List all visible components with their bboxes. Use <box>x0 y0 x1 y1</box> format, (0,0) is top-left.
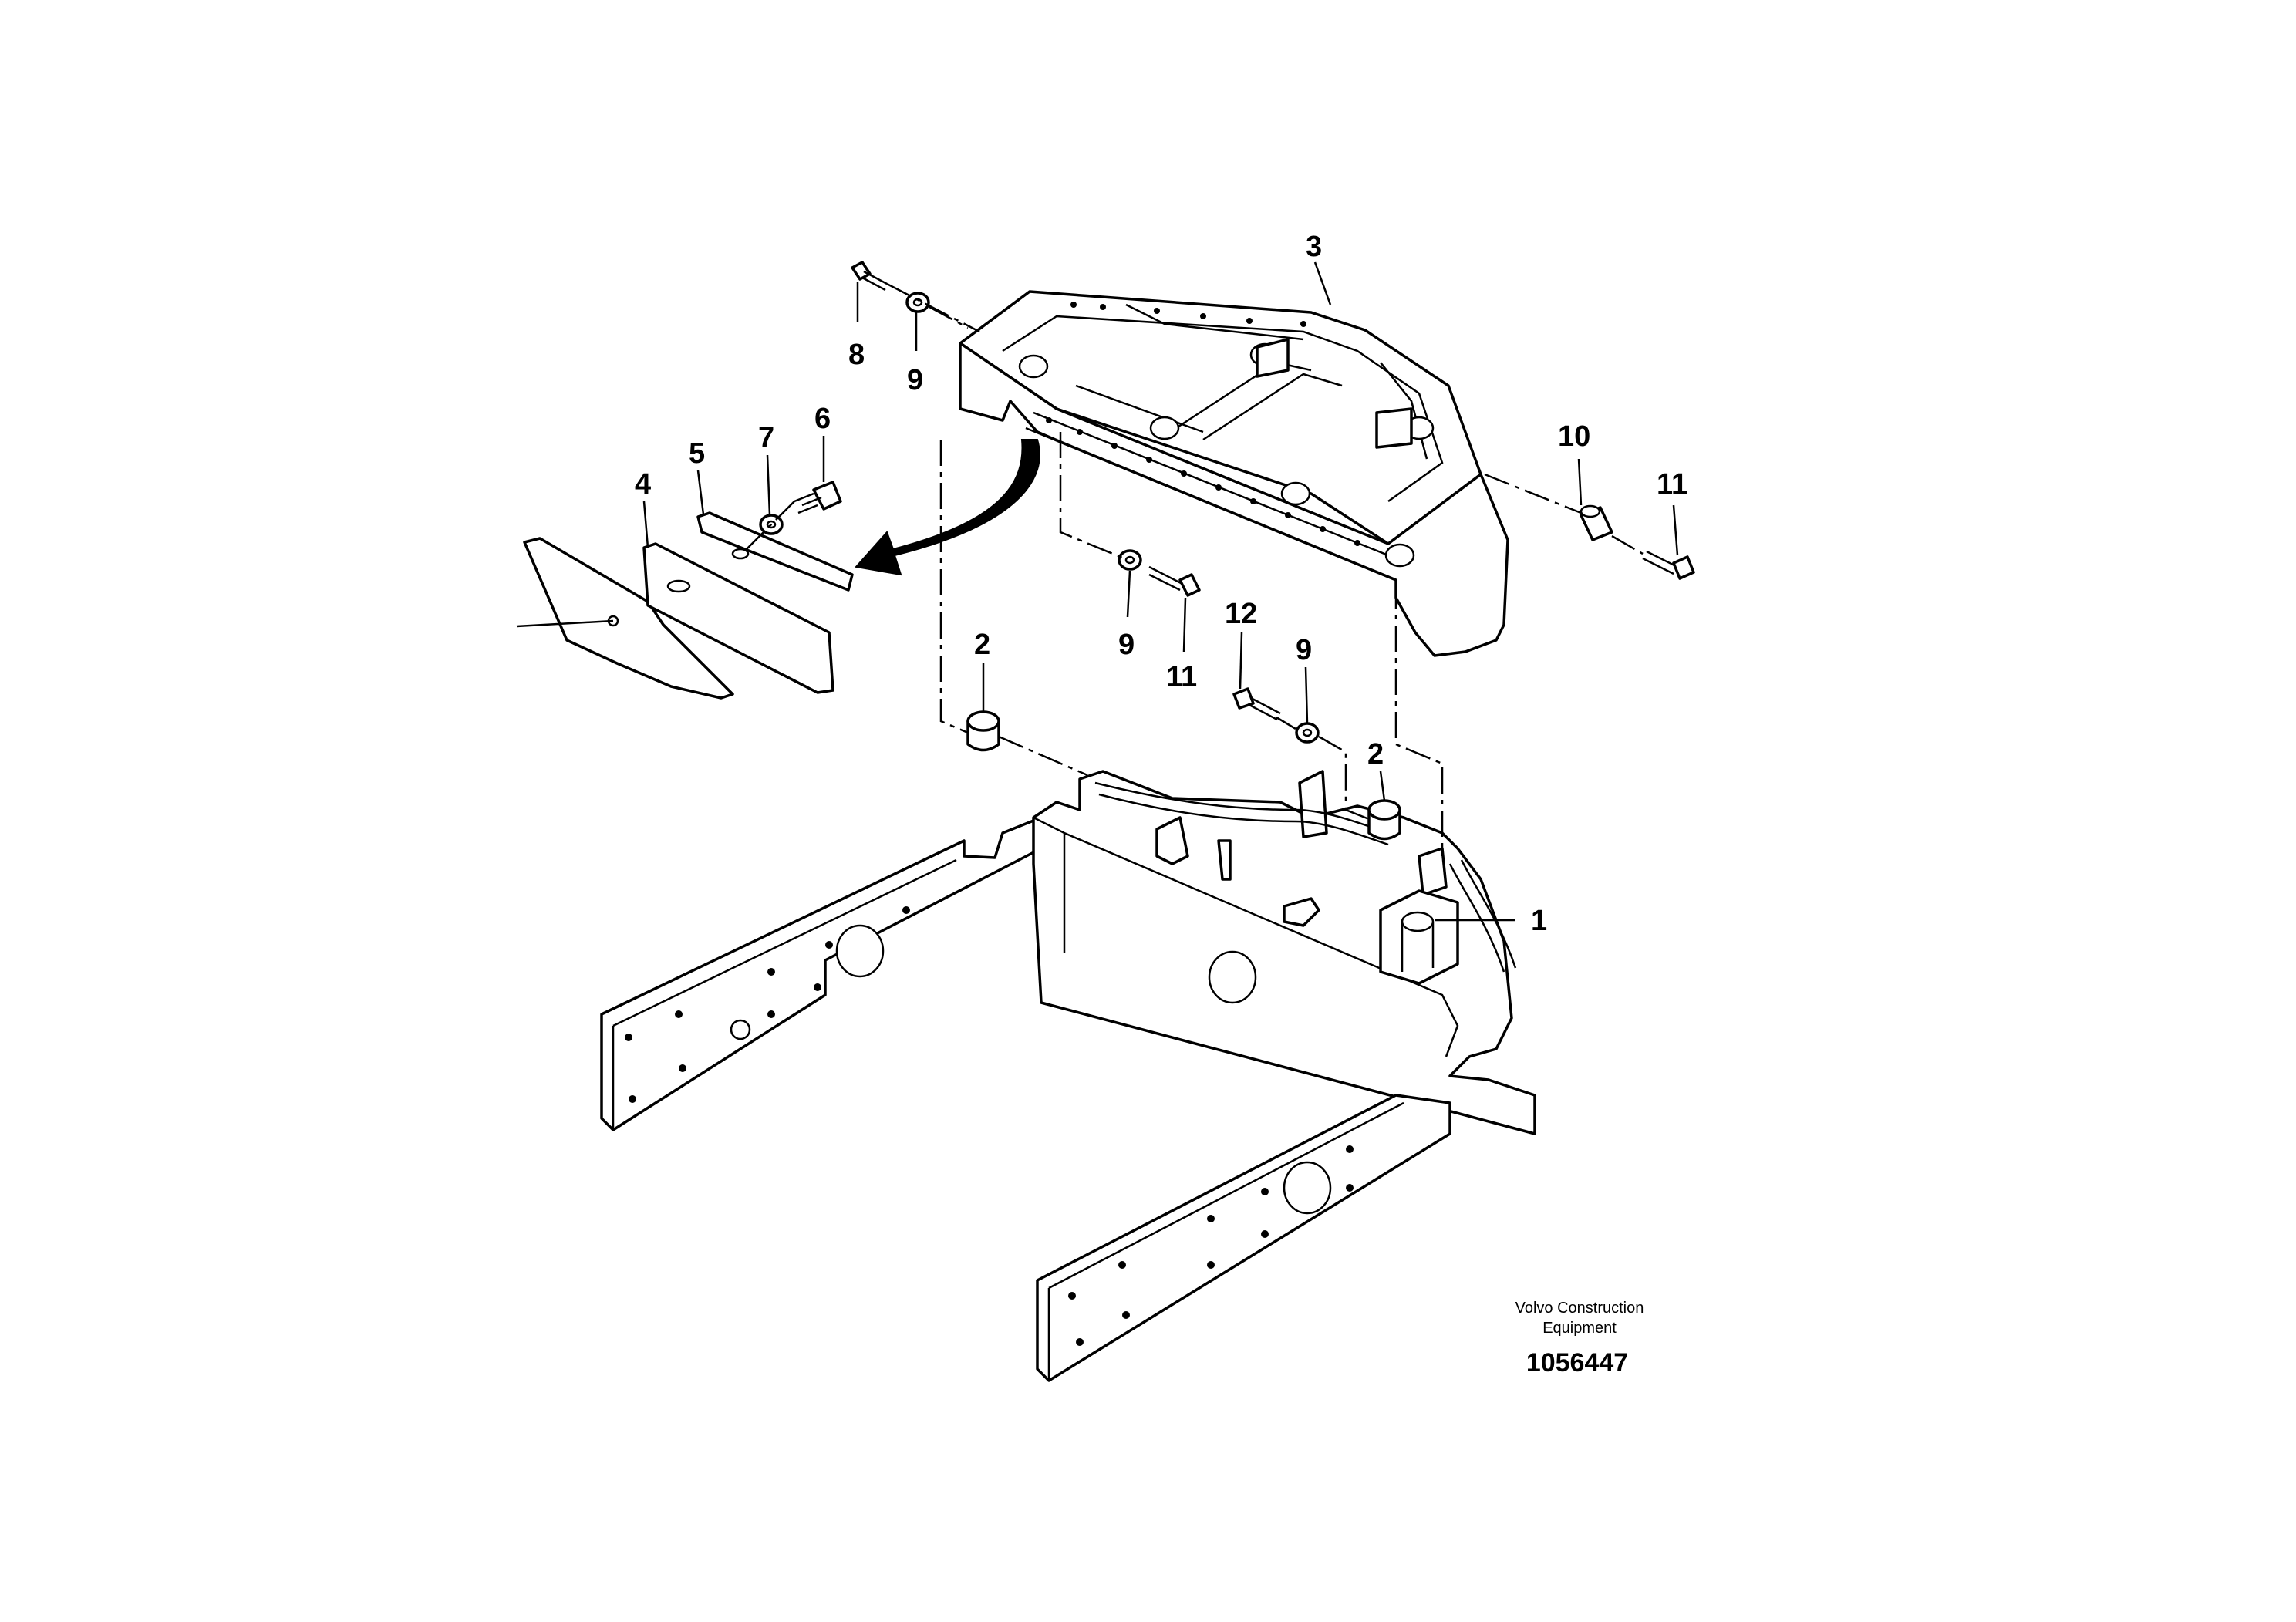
brand-line-2: Equipment <box>1542 1320 1617 1337</box>
callout-labels: 1 2 2 3 4 5 6 7 8 9 9 9 10 11 11 12 <box>635 231 1687 937</box>
callout-7: 7 <box>758 422 774 454</box>
bolt-part-8 <box>851 261 888 292</box>
callout-2-right: 2 <box>1367 738 1384 771</box>
callout-2-left: 2 <box>974 629 990 661</box>
callout-1: 1 <box>1531 905 1547 937</box>
strip-part-5 <box>696 511 854 592</box>
callout-10: 10 <box>1558 420 1590 453</box>
callout-9-low: 9 <box>1296 634 1312 666</box>
frame-bolt-holes <box>1046 302 1360 546</box>
washer-part-9-mid <box>1118 549 1142 571</box>
callout-9-top: 9 <box>907 364 923 396</box>
washer-part-9-top <box>905 292 930 313</box>
callout-11-right: 11 <box>1657 468 1687 501</box>
document-number: 1056447 <box>1526 1348 1628 1378</box>
rubber-mount-part-2-left <box>966 710 1000 752</box>
detail-view-arrow <box>855 439 1040 576</box>
brand-line-1: Volvo Construction <box>1515 1300 1644 1317</box>
callout-5: 5 <box>689 437 705 470</box>
callout-8: 8 <box>848 339 865 371</box>
callout-11-mid: 11 <box>1166 661 1197 693</box>
callout-3: 3 <box>1306 231 1322 263</box>
leader-lines <box>642 261 1679 922</box>
panel-part-5 <box>642 542 834 694</box>
upper-frame-part-3 <box>959 290 1509 657</box>
spacer-part-10 <box>1580 504 1613 541</box>
lower-frame <box>600 770 1536 1382</box>
assembly-phantom-lines <box>743 282 1644 856</box>
bolt-part-11-mid <box>1148 565 1201 597</box>
callout-4: 4 <box>635 468 651 501</box>
callout-9-mid: 9 <box>1118 629 1135 661</box>
callout-12: 12 <box>1225 598 1257 630</box>
rubber-mount-part-2-right <box>1367 799 1401 841</box>
document-stamp: Volvo Construction Equipment 1056447 <box>1515 1300 1644 1378</box>
bolt-part-6 <box>794 481 842 514</box>
bolt-part-12 <box>1232 687 1281 721</box>
bolt-part-11-right <box>1642 550 1695 580</box>
callout-6: 6 <box>814 403 831 435</box>
washer-part-9-low <box>1295 722 1320 744</box>
